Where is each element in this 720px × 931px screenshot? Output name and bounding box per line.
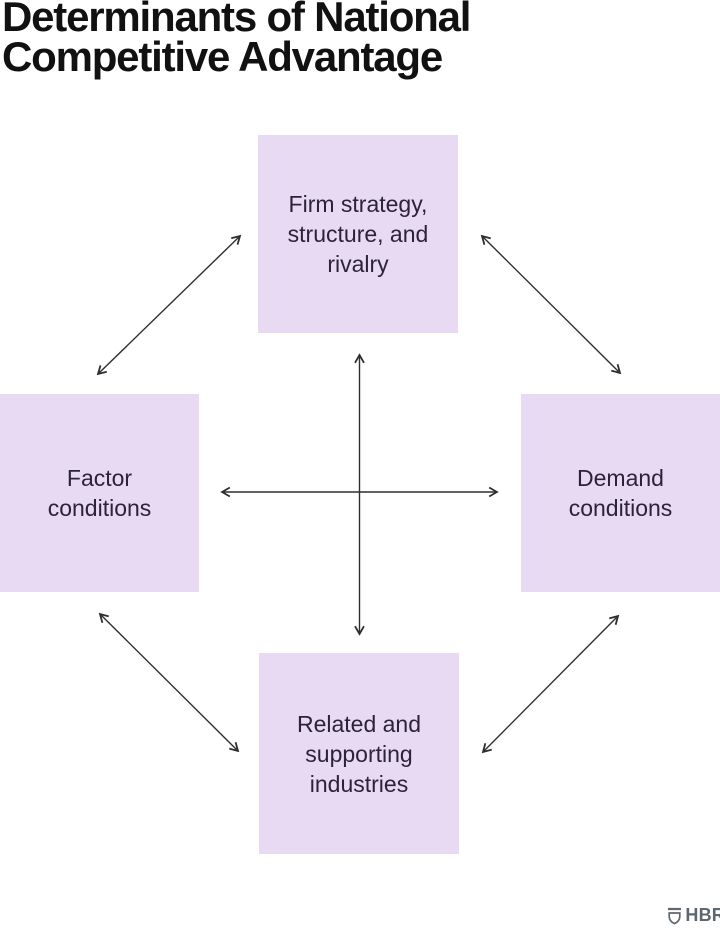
arrow-factor-to-firm	[98, 236, 240, 374]
hbr-logo-text: HBR	[685, 905, 720, 925]
arrow-factor-to-related	[100, 614, 238, 751]
page-title: Determinants of National Competitive Adv…	[2, 0, 471, 80]
node-firm-strategy: Firm strategy, structure, and rivalry	[258, 135, 458, 333]
hbr-shield-icon	[667, 907, 682, 925]
node-demand-conditions: Demand conditions	[521, 394, 720, 592]
node-factor-conditions: Factor conditions	[0, 394, 199, 592]
arrow-firm-to-demand	[482, 236, 620, 373]
arrow-related-to-demand	[483, 616, 618, 752]
hbr-logo: HBR	[667, 905, 720, 926]
node-related-industries: Related and supporting industries	[259, 653, 459, 854]
